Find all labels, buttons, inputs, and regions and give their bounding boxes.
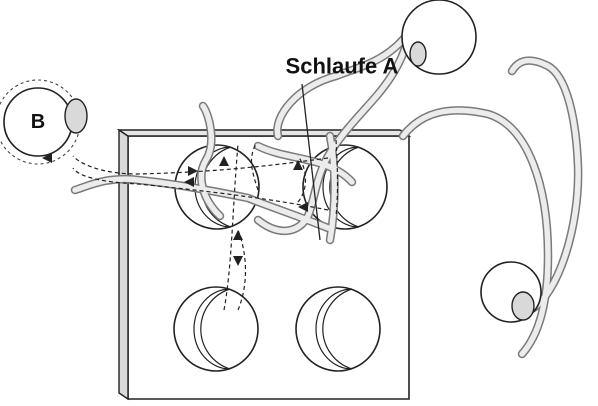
loop-a-label: Schlaufe A [286,54,399,79]
dashed-path-from-ring [72,155,329,175]
board-bottom-edge [116,129,412,137]
ring-b-peg [64,98,88,134]
arrow-4 [233,230,243,240]
dashed-path-hole-loop [297,139,339,217]
arrowheads [42,153,308,266]
rotated-scene: B Schlaufe A [0,0,583,401]
hole-top-left [295,286,381,372]
hole-top-right [173,286,259,372]
ring-b-label: B [31,111,45,133]
loop-a-leader-line [301,83,321,241]
board-right-side [118,128,129,401]
arrow-8 [42,153,52,163]
stopper-left [480,261,542,323]
arrow-6 [219,156,229,166]
ring-b: B [0,79,88,165]
arrow-1 [184,177,194,187]
stopper-bottom [401,0,477,75]
arrow-5 [233,256,243,266]
arrow-2 [188,166,198,176]
stopper-bottom-peg [409,41,427,67]
stopper-left-peg [511,291,535,321]
dashed-path-inner-left [250,143,259,191]
arrow-3 [293,160,303,170]
arrow-7 [298,202,308,212]
loop-a-callout: Schlaufe A [286,54,399,241]
